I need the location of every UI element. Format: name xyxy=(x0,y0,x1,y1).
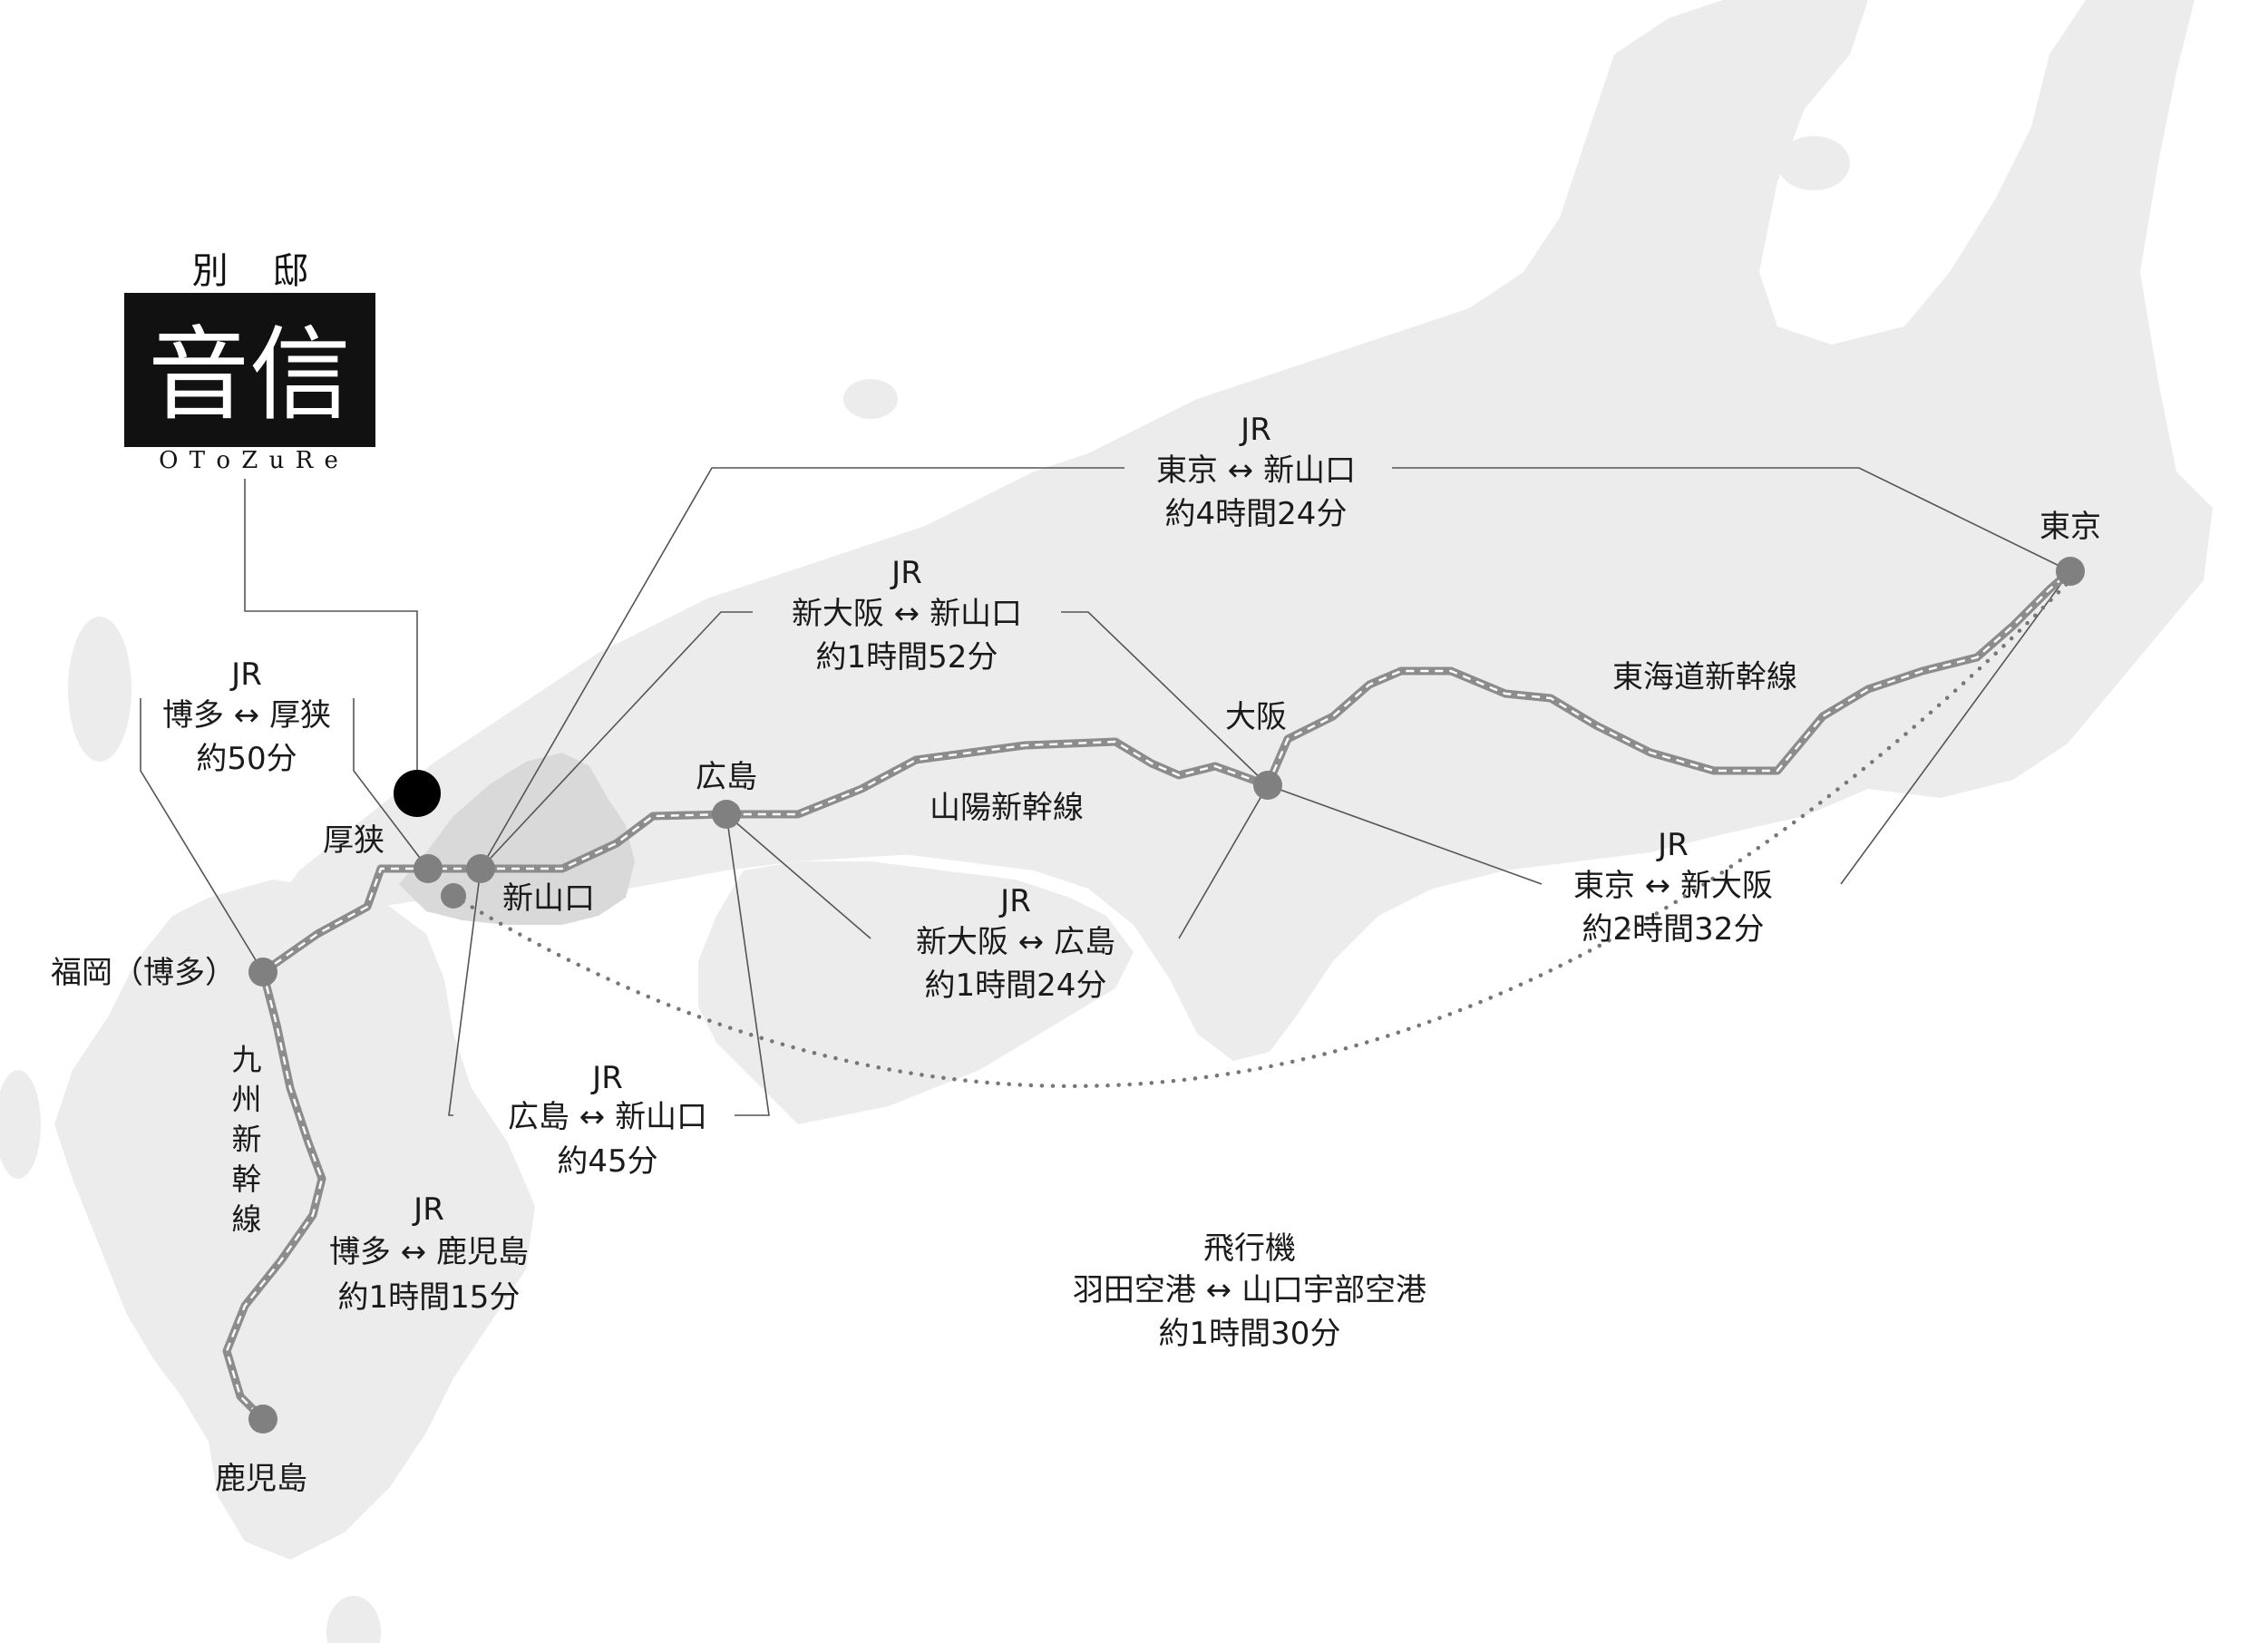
svg-text:JR: JR xyxy=(412,1191,444,1228)
route-shinosaka-hiroshima: JR 新大阪 ↔ 広島 約1時間24分 xyxy=(916,883,1115,1004)
svg-text:JR: JR xyxy=(229,656,262,693)
svg-text:約50分: 約50分 xyxy=(196,741,297,777)
leader-hakata-asa-right xyxy=(353,698,429,870)
svg-text:約1時間24分: 約1時間24分 xyxy=(925,967,1107,1004)
island-goto xyxy=(0,1070,41,1179)
station-name-osaka: 大阪 xyxy=(1225,699,1287,735)
logo: 別 邸 音信 O T o Z u R e xyxy=(124,250,375,474)
svg-text:JR: JR xyxy=(1656,827,1689,863)
logo-black-box xyxy=(124,293,375,447)
svg-text:広島 ↔ 新山口: 広島 ↔ 新山口 xyxy=(508,1099,707,1135)
svg-text:博多 ↔ 鹿児島: 博多 ↔ 鹿児島 xyxy=(329,1234,529,1270)
leader-shinosaka-hiroshima-left xyxy=(725,813,871,939)
station-dot-shinyamaguchi[interactable] xyxy=(466,854,495,883)
svg-text:約1時間30分: 約1時間30分 xyxy=(1159,1316,1341,1352)
route-tokyo-shinyamaguchi: JR 東京 ↔ 新山口 約4時間24分 xyxy=(1156,412,1356,532)
line-name-sanyo: 山陽新幹線 xyxy=(930,790,1084,826)
island-tanegashima xyxy=(326,1596,381,1643)
svg-text:約2時間32分: 約2時間32分 xyxy=(1582,911,1765,948)
station-name-fukuoka: 福岡（博多） xyxy=(51,955,236,991)
land xyxy=(0,0,2213,1643)
leader-tokyo-shinyamaguchi-left xyxy=(480,467,1124,870)
route-tokyo-shinosaka: JR 東京 ↔ 新大阪 約2時間32分 xyxy=(1573,827,1773,948)
svg-text:JR: JR xyxy=(590,1060,623,1096)
svg-text:線: 線 xyxy=(232,1201,262,1237)
station-dot-ube-airport[interactable] xyxy=(441,883,466,909)
logo-sub-text: O T o Z u R e xyxy=(159,447,340,474)
line-name-tokaido: 東海道新幹線 xyxy=(1612,659,1797,695)
station-name-shinyamaguchi: 新山口 xyxy=(502,880,595,917)
route-haneda-yamaguchiube: 飛行機 羽田空港 ↔ 山口宇部空港 約1時間30分 xyxy=(1073,1230,1426,1352)
leader-hiroshima-shinyamaguchi-right xyxy=(725,813,770,1116)
svg-text:幹: 幹 xyxy=(232,1162,262,1197)
station-dot-tokyo[interactable] xyxy=(2056,557,2085,586)
station-name-kagoshima: 鹿児島 xyxy=(215,1461,307,1497)
svg-text:約4時間24分: 約4時間24分 xyxy=(1165,496,1348,532)
svg-text:新大阪 ↔ 広島: 新大阪 ↔ 広島 xyxy=(916,924,1115,960)
station-dot-kagoshima[interactable] xyxy=(248,1405,277,1434)
route-hakata-kagoshima: JR 博多 ↔ 鹿児島 約1時間15分 xyxy=(329,1191,529,1316)
line-labels: 東海道新幹線 山陽新幹線 九 州 新 幹 線 xyxy=(232,659,1798,1237)
island-oki xyxy=(843,379,898,419)
leader-tokyo-shinosaka-right xyxy=(1840,570,2071,885)
route-hakata-asa: JR 博多 ↔ 厚狭 約50分 xyxy=(162,656,331,777)
leader-shinosaka-hiroshima-right xyxy=(1178,784,1269,939)
kyushu-land xyxy=(54,880,535,1560)
svg-text:東京 ↔ 新大阪: 東京 ↔ 新大阪 xyxy=(1573,868,1773,904)
logo-main-text: 音信 xyxy=(148,316,351,434)
island-tsushima xyxy=(68,617,131,762)
station-dot-hiroshima[interactable] xyxy=(712,800,741,829)
leader-lines xyxy=(140,467,2071,1116)
leader-logo xyxy=(244,479,418,787)
leader-shinosaka-shinyamaguchi-left xyxy=(480,611,753,870)
leader-tokyo-shinosaka-left xyxy=(1267,784,1543,885)
svg-text:約45分: 約45分 xyxy=(557,1143,657,1180)
svg-text:東京 ↔ 新山口: 東京 ↔ 新山口 xyxy=(1156,452,1356,489)
station-dot-osaka[interactable] xyxy=(1253,771,1282,800)
island-sado xyxy=(1777,136,1850,190)
svg-text:博多 ↔ 厚狭: 博多 ↔ 厚狭 xyxy=(162,697,331,734)
shikoku-land xyxy=(698,861,1134,1124)
svg-text:州: 州 xyxy=(232,1082,262,1117)
yamaguchi-highlight xyxy=(399,753,635,925)
svg-text:新大阪 ↔ 新山口: 新大阪 ↔ 新山口 xyxy=(792,596,1022,632)
station-name-asa: 厚狭 xyxy=(323,822,384,859)
svg-text:約1時間15分: 約1時間15分 xyxy=(338,1279,521,1316)
station-dot-fukuoka[interactable] xyxy=(248,958,277,987)
svg-text:約1時間52分: 約1時間52分 xyxy=(816,639,998,676)
station-dot-asa[interactable] xyxy=(414,854,443,883)
route-hiroshima-shinyamaguchi: JR 広島 ↔ 新山口 約45分 xyxy=(508,1060,707,1180)
svg-text:羽田空港 ↔ 山口宇部空港: 羽田空港 ↔ 山口宇部空港 xyxy=(1073,1272,1426,1308)
leader-tokyo-shinyamaguchi-right xyxy=(1392,467,2071,572)
leader-hiroshima-shinyamaguchi-left xyxy=(448,868,482,1116)
island-awaji xyxy=(1157,834,1183,907)
leader-shinosaka-shinyamaguchi-right xyxy=(1061,611,1269,786)
station-labels: 東京 大阪 広島 厚狭 新山口 福岡（博多） 鹿児島 xyxy=(51,509,2101,1497)
svg-text:JR: JR xyxy=(998,883,1031,919)
route-info: JR 東京 ↔ 新山口 約4時間24分 JR 新大阪 ↔ 新山口 約1時間52分… xyxy=(162,412,1773,1352)
svg-text:JR: JR xyxy=(890,555,922,591)
logo-top-text: 別 邸 xyxy=(192,250,326,292)
leader-hakata-asa-left xyxy=(140,698,264,973)
line-name-kyushu: 九 州 新 幹 線 xyxy=(232,1042,262,1237)
svg-text:九: 九 xyxy=(232,1042,262,1077)
rail-lines xyxy=(222,567,2075,1424)
stations xyxy=(248,557,2085,1434)
station-name-hiroshima: 広島 xyxy=(696,759,757,795)
station-name-tokyo: 東京 xyxy=(2039,509,2101,545)
hotel-location-marker[interactable] xyxy=(394,770,441,817)
svg-text:新: 新 xyxy=(232,1122,262,1157)
svg-text:飛行機: 飛行機 xyxy=(1203,1230,1296,1267)
svg-text:JR: JR xyxy=(1239,412,1271,448)
route-shinosaka-shinyamaguchi: JR 新大阪 ↔ 新山口 約1時間52分 xyxy=(792,555,1022,676)
